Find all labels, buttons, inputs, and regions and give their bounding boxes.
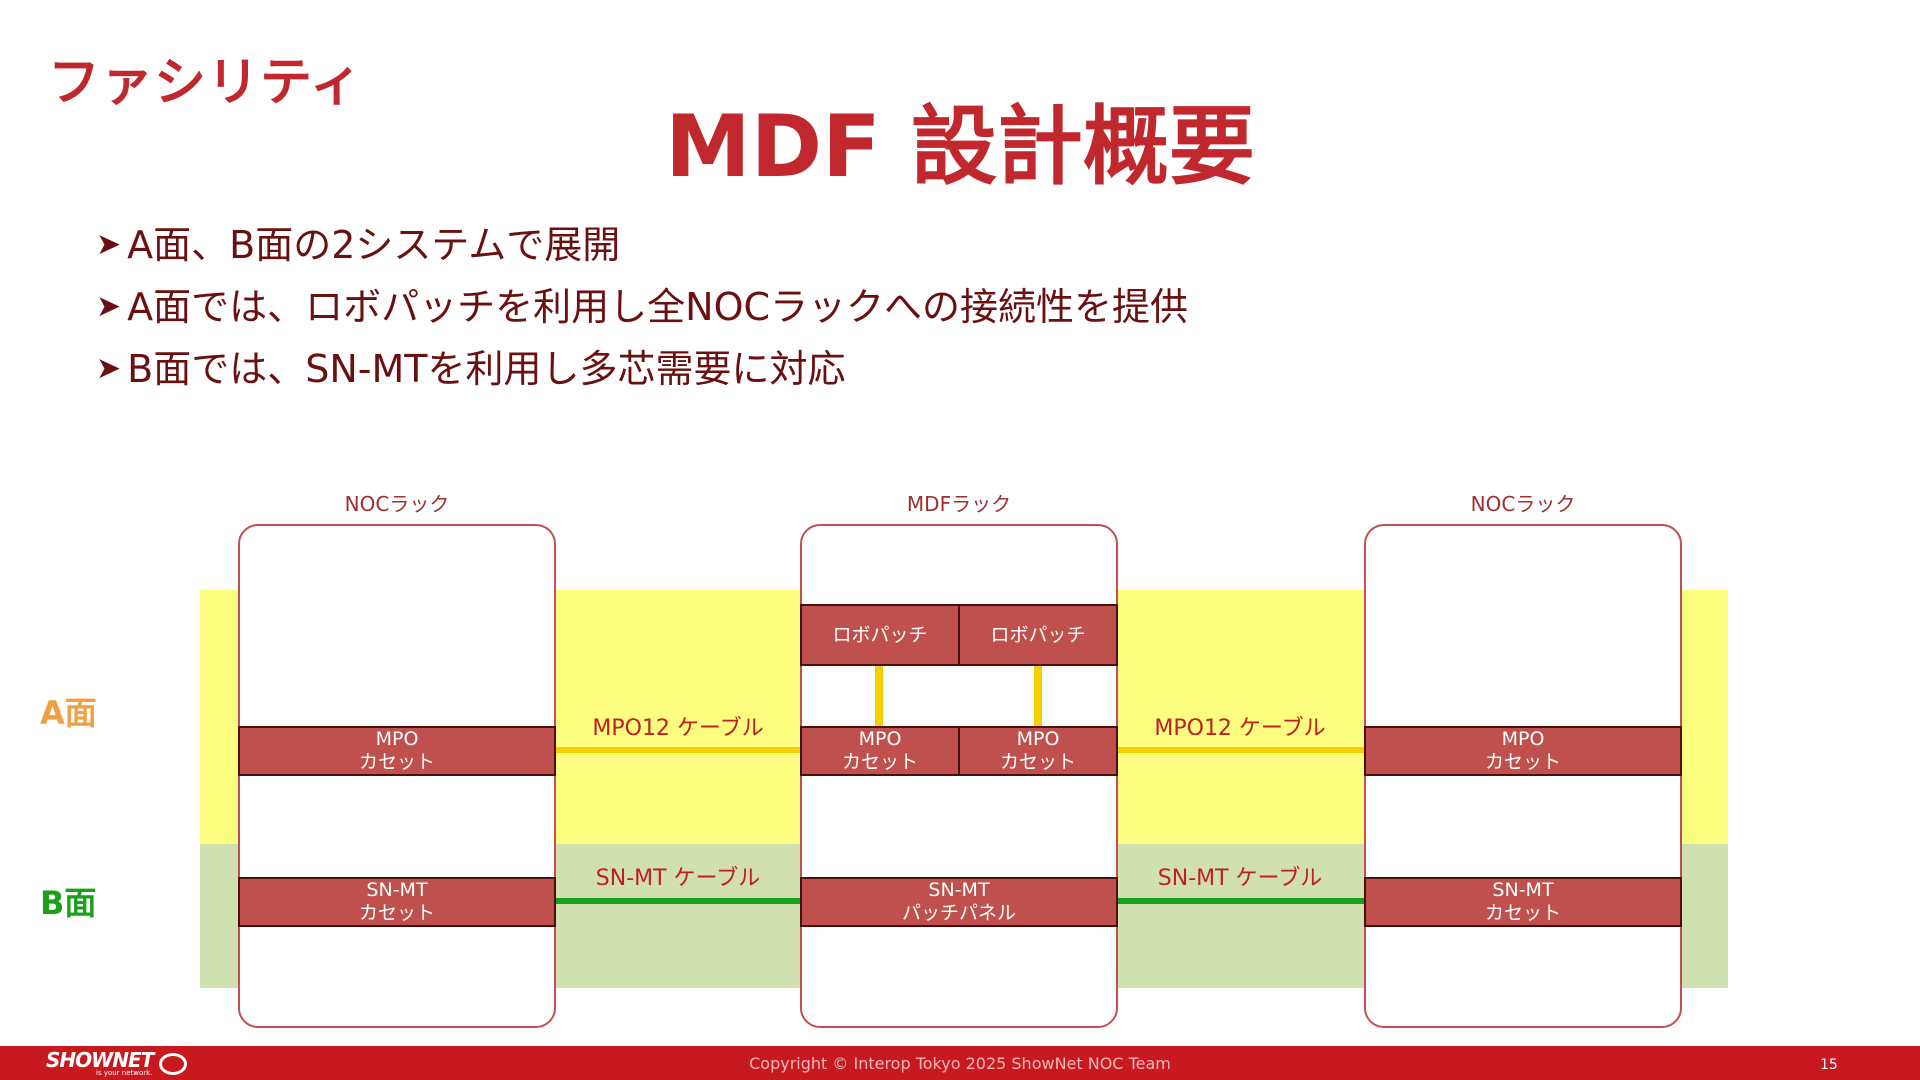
shownet-logo: SHOWNET is your network. [46,1048,188,1077]
box-line: SN-MT [928,879,990,901]
mpo12-cable-right [1118,747,1364,753]
snmt-cable-left [556,898,800,904]
side-b-label: B面 [40,884,97,922]
mpo12-cable-left [556,747,800,753]
robopatch-label: ロボパッチ [990,623,1086,646]
arrow-bullet-icon: ➤ [96,351,122,386]
robopatch-box-2: ロボパッチ [958,604,1118,666]
snmt-patch-panel: SN-MT パッチパネル [800,877,1118,927]
rack-label-right: NOCラック [1470,492,1576,516]
slide-title: MDF 設計概要 [665,97,1255,197]
bullet-list: ➤A面、B面の2システムで展開 ➤A面では、ロボパッチを利用し全NOCラックへの… [96,214,1188,400]
box-line: パッチパネル [901,902,1016,924]
robopatch-label: ロボパッチ [832,623,928,646]
rack-label-center: MDFラック [906,492,1012,516]
snmt-cable-right [1118,898,1364,904]
mpo12-cable-label-right: MPO12 ケーブル [1154,716,1326,741]
shownet-mark-icon [159,1052,188,1075]
snmt-cassette-left: SN-MT カセット [238,877,556,927]
box-line: カセット [1484,751,1561,773]
box-line: カセット [358,751,435,773]
snmt-cassette-right: SN-MT カセット [1364,877,1682,927]
robopatch-link-2 [1034,664,1042,726]
bullet-text: B面では、SN-MTを利用し多芯需要に対応 [127,347,846,391]
mdf-rack [800,524,1118,1028]
box-line: MPO [375,728,419,750]
footer-bar [0,1046,1920,1080]
snmt-cable-label-left: SN-MT ケーブル [595,866,761,891]
box-line: カセット [1484,902,1561,924]
box-line: カセット [841,751,918,773]
robopatch-box-1: ロボパッチ [800,604,960,666]
arrow-bullet-icon: ➤ [96,227,122,262]
box-line: SN-MT [1492,879,1554,901]
arrow-bullet-icon: ➤ [96,289,122,324]
bullet-item: ➤B面では、SN-MTを利用し多芯需要に対応 [96,338,1188,400]
bullet-item: ➤A面、B面の2システムで展開 [96,214,1188,276]
logo-text: SHOWNET is your network. [46,1048,154,1077]
snmt-cable-label-right: SN-MT ケーブル [1157,866,1323,891]
section-label: ファシリティ [48,53,363,113]
mpo-cassette-center-1: MPO カセット [800,726,960,776]
copyright: Copyright © Interop Tokyo 2025 ShowNet N… [749,1054,1171,1073]
noc-rack-right [1364,524,1682,1028]
box-line: MPO [1501,728,1545,750]
box-line: SN-MT [366,879,428,901]
bullet-text: A面では、ロボパッチを利用し全NOCラックへの接続性を提供 [127,285,1189,329]
bullet-text: A面、B面の2システムで展開 [127,223,621,267]
bullet-item: ➤A面では、ロボパッチを利用し全NOCラックへの接続性を提供 [96,276,1188,338]
page-number: 15 [1820,1057,1838,1073]
robopatch-link-1 [875,664,883,726]
box-line: MPO [858,728,902,750]
rack-label-left: NOCラック [344,492,450,516]
mpo12-cable-label-left: MPO12 ケーブル [592,716,764,741]
box-line: カセット [358,902,435,924]
box-line: カセット [999,751,1076,773]
mpo-cassette-right: MPO カセット [1364,726,1682,776]
logo-tagline: is your network. [96,1069,153,1077]
side-a-label: A面 [40,694,97,732]
mpo-cassette-left: MPO カセット [238,726,556,776]
logo-main: SHOWNET [46,1048,154,1072]
noc-rack-left [238,524,556,1028]
mpo-cassette-center-2: MPO カセット [958,726,1118,776]
box-line: MPO [1016,728,1060,750]
